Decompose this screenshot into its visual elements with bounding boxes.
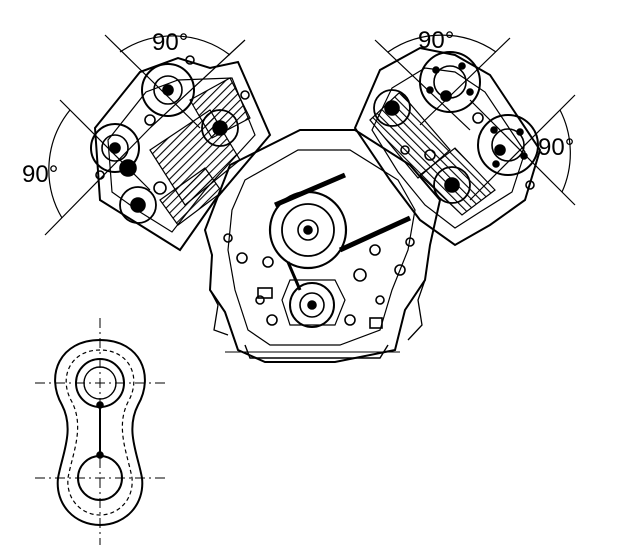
angle-label-right-upper: 90° xyxy=(418,27,454,54)
angle-label-left-upper: 90° xyxy=(152,29,188,56)
right-cylinder-bank xyxy=(353,46,542,247)
angle-label-left-side: 90° xyxy=(22,161,58,188)
engine-block xyxy=(203,129,442,363)
left-cylinder-bank xyxy=(90,55,272,252)
angle-label-right-side: 90° xyxy=(538,134,574,161)
sprocket-alignment-inset xyxy=(35,318,165,545)
right-side-angle-lines xyxy=(469,94,576,206)
left-upper-angle-lines xyxy=(104,34,246,129)
left-side-angle-lines xyxy=(44,99,151,236)
right-upper-angle-lines xyxy=(374,34,511,131)
